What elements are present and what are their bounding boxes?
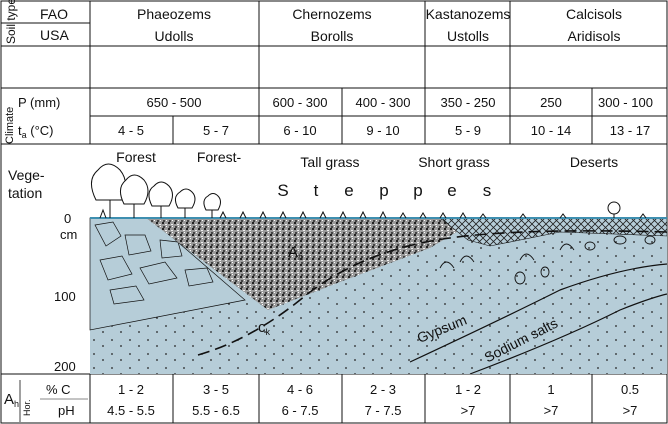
grass-icon: [99, 208, 647, 219]
ph-value: >7: [460, 403, 476, 418]
tree-icon: [174, 188, 196, 218]
fao-label: FAO: [40, 6, 69, 22]
ph-label: pH: [58, 403, 75, 418]
vegetation-type: Forest: [116, 149, 156, 165]
carbon-value: 1 - 2: [454, 382, 482, 397]
ah-horizon: [146, 218, 480, 310]
precip-value: 600 - 300: [272, 95, 328, 110]
precip-value: 650 - 500: [146, 95, 202, 110]
gypsum-line: [409, 263, 668, 363]
usa-label: USA: [40, 27, 69, 43]
precip-value: 350 - 250: [440, 95, 496, 110]
climate-label: Climate: [4, 106, 16, 144]
stone-cells: [94, 221, 214, 305]
carbon-value: 3 - 5: [202, 382, 230, 397]
sodium-line: [469, 293, 668, 375]
steppes-letter: t: [313, 181, 319, 200]
ah-horizon-label: Ah: [288, 244, 304, 262]
carbon-value: 0.5: [620, 382, 640, 397]
fao-name: Chernozems: [292, 6, 372, 22]
carbon-value: 1: [547, 382, 555, 397]
fao-name: Kastanozems: [425, 6, 511, 22]
nodules: [439, 235, 656, 285]
vegetation-drawing: [91, 163, 647, 219]
hor-label: Hor.: [22, 399, 32, 416]
shrub-icon: [607, 201, 621, 218]
steppes-letter: p: [379, 181, 389, 200]
depth-tick: 0: [64, 211, 72, 226]
usa-name: Ustolls: [446, 28, 490, 44]
carbon-value: 4 - 6: [286, 382, 314, 397]
vegetation-type: Tall grass: [300, 154, 360, 170]
usa-name: Aridisols: [567, 28, 621, 44]
vegetation-type: Short grass: [418, 154, 490, 170]
tree-icon: [203, 193, 221, 218]
precip-value: 300 - 100: [598, 95, 653, 110]
carbon-label: % C: [46, 382, 71, 397]
precip-value: 250: [540, 95, 562, 110]
steppes-letter: e: [447, 181, 457, 200]
temp-value: 4 - 5: [117, 123, 145, 138]
ph-value: >7: [622, 403, 638, 418]
carbon-value: 1 - 2: [117, 382, 145, 397]
usa-name: Udolls: [154, 28, 194, 44]
steppes-letter: e: [344, 181, 354, 200]
fao-name: Calcisols: [565, 6, 623, 22]
tree-icon: [148, 181, 173, 218]
steppes-letter: p: [413, 181, 423, 200]
ck-boundary: [197, 230, 668, 356]
soil-profile: [89, 217, 668, 375]
ph-value: 5.5 - 6.5: [192, 403, 240, 418]
temp-label: ta (°C): [18, 123, 54, 140]
steppes-letter: s: [482, 181, 492, 200]
temp-value: 13 - 17: [609, 123, 651, 138]
ph-value: 7 - 7.5: [364, 403, 402, 418]
ah-row-label: Ah: [4, 391, 20, 409]
vegetation-type: Forest-: [196, 149, 242, 165]
soil-types-label: Soil types: [4, 0, 18, 44]
ph-value: 6 - 7.5: [281, 403, 319, 418]
temp-value: 6 - 10: [283, 123, 317, 138]
precip-label: P (mm): [18, 95, 61, 110]
depth-unit: cm: [60, 227, 78, 242]
depth-tick: 100: [54, 289, 76, 304]
fao-name: Phaeozems: [137, 6, 211, 22]
ph-value: 4.5 - 5.5: [107, 403, 155, 418]
depth-tick: 200: [54, 359, 76, 374]
tree-icon: [120, 174, 149, 218]
ph-value: >7: [543, 403, 559, 418]
steppes-letter: S: [277, 181, 289, 200]
temp-value: 5 - 7: [202, 123, 230, 138]
temp-value: 9 - 10: [366, 123, 400, 138]
precip-value: 400 - 300: [355, 95, 411, 110]
temp-value: 10 - 14: [530, 123, 572, 138]
ck-horizon-label: ck: [258, 319, 270, 337]
temp-value: 5 - 9: [454, 123, 482, 138]
vegetation-label: Vege-: [8, 167, 45, 183]
vegetation-label: tation: [8, 185, 43, 201]
usa-name: Borolls: [310, 28, 354, 44]
vegetation-type: Deserts: [569, 154, 619, 170]
carbon-value: 2 - 3: [369, 382, 397, 397]
